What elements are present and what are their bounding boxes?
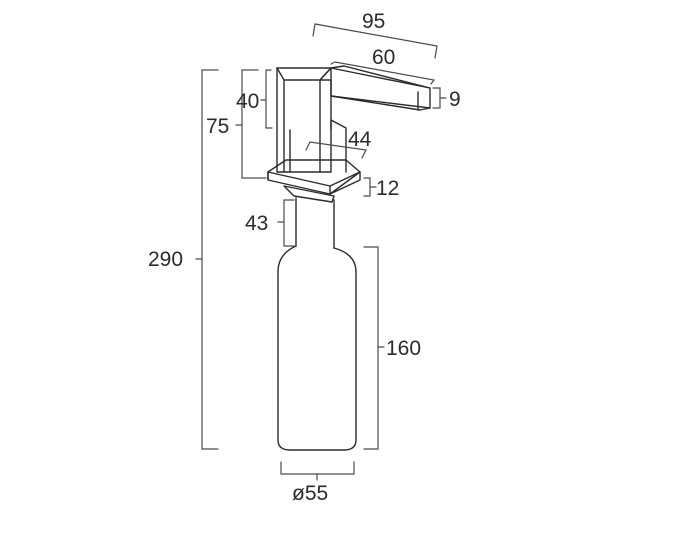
spout-top-face (330, 65, 431, 111)
flange-plate-edge (267, 171, 361, 195)
dimension-labels: 290 75 40 95 60 9 44 12 43 160 ø55 (148, 10, 461, 505)
label-body-height: 40 (236, 90, 259, 113)
dim-line-flange-width (305, 141, 367, 159)
dim-line-body-height (260, 69, 273, 129)
dim-line-overall-height (195, 69, 219, 450)
dim-line-shank-length (277, 199, 295, 247)
dim-line-bottle-diameter (280, 461, 355, 481)
label-bottle-height: 160 (386, 337, 421, 360)
dim-line-spout-thickness (432, 87, 447, 109)
dim-line-spout-length (330, 61, 436, 85)
label-overall-height: 290 (148, 248, 183, 271)
dim-line-flange-thickness (363, 177, 377, 197)
shank-tube (295, 197, 335, 249)
collar (283, 185, 335, 203)
dim-line-bottle-height (363, 246, 385, 450)
label-bottle-diameter: ø55 (292, 482, 328, 505)
label-flange-width: 44 (348, 128, 372, 151)
dim-line-head-height (235, 69, 267, 179)
pump-head-inner-edge (276, 67, 332, 173)
label-head-height: 75 (206, 115, 229, 138)
pump-head (276, 67, 332, 173)
label-flange-thickness: 12 (376, 177, 399, 200)
label-spout-length: 60 (372, 46, 395, 69)
neck (289, 119, 347, 173)
bottle-shoulder (277, 245, 357, 273)
label-spout-thickness: 9 (449, 88, 461, 111)
label-shank-length: 43 (245, 212, 268, 235)
bottle-body (277, 271, 357, 451)
dimension-lines (195, 23, 447, 481)
label-spout-reach: 95 (362, 10, 385, 33)
dispenser-outline (267, 65, 431, 451)
dim-line-spout-reach (312, 23, 438, 59)
